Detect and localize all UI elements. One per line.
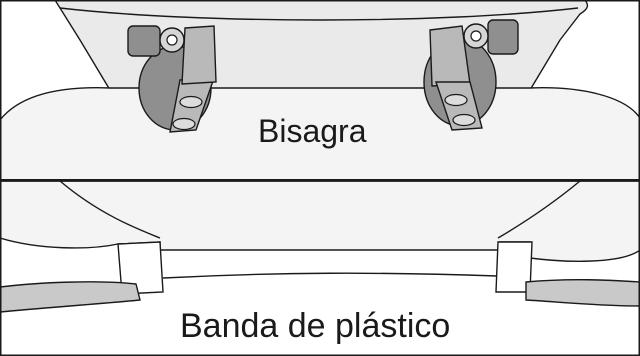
plastic-band-right [525, 279, 640, 307]
right-hinge-pivot-hole [470, 30, 482, 42]
seat-inner-curve-left [59, 180, 161, 239]
lid-edge [59, 7, 579, 21]
left-hinge [127, 25, 217, 133]
band-panel-border [0, 180, 640, 356]
plastic-band-middle-edge [162, 272, 498, 279]
left-hinge-knob [127, 25, 161, 57]
plastic-band-left [0, 281, 141, 313]
right-hinge-knob [487, 19, 519, 55]
hinge-caption: Bisagra [258, 113, 367, 149]
right-hinge-screw-hole-upper [444, 93, 468, 107]
left-hinge-upright [181, 25, 217, 85]
right-hinge [423, 19, 519, 131]
left-clip [117, 241, 164, 295]
left-hinge-screw-hole-upper [179, 95, 203, 109]
lower-plate [0, 300, 640, 356]
band-panel [0, 180, 640, 356]
right-hinge-screw-hole-lower [452, 113, 476, 127]
left-hinge-pivot-hole [166, 34, 178, 46]
left-hinge-screw-hole-lower [172, 117, 196, 131]
plastic-band-caption: Banda de plástico [180, 307, 451, 345]
seat-inner-curve-right [497, 180, 581, 239]
hinge-panel [0, 0, 640, 181]
hinge-panel-border [0, 0, 640, 181]
